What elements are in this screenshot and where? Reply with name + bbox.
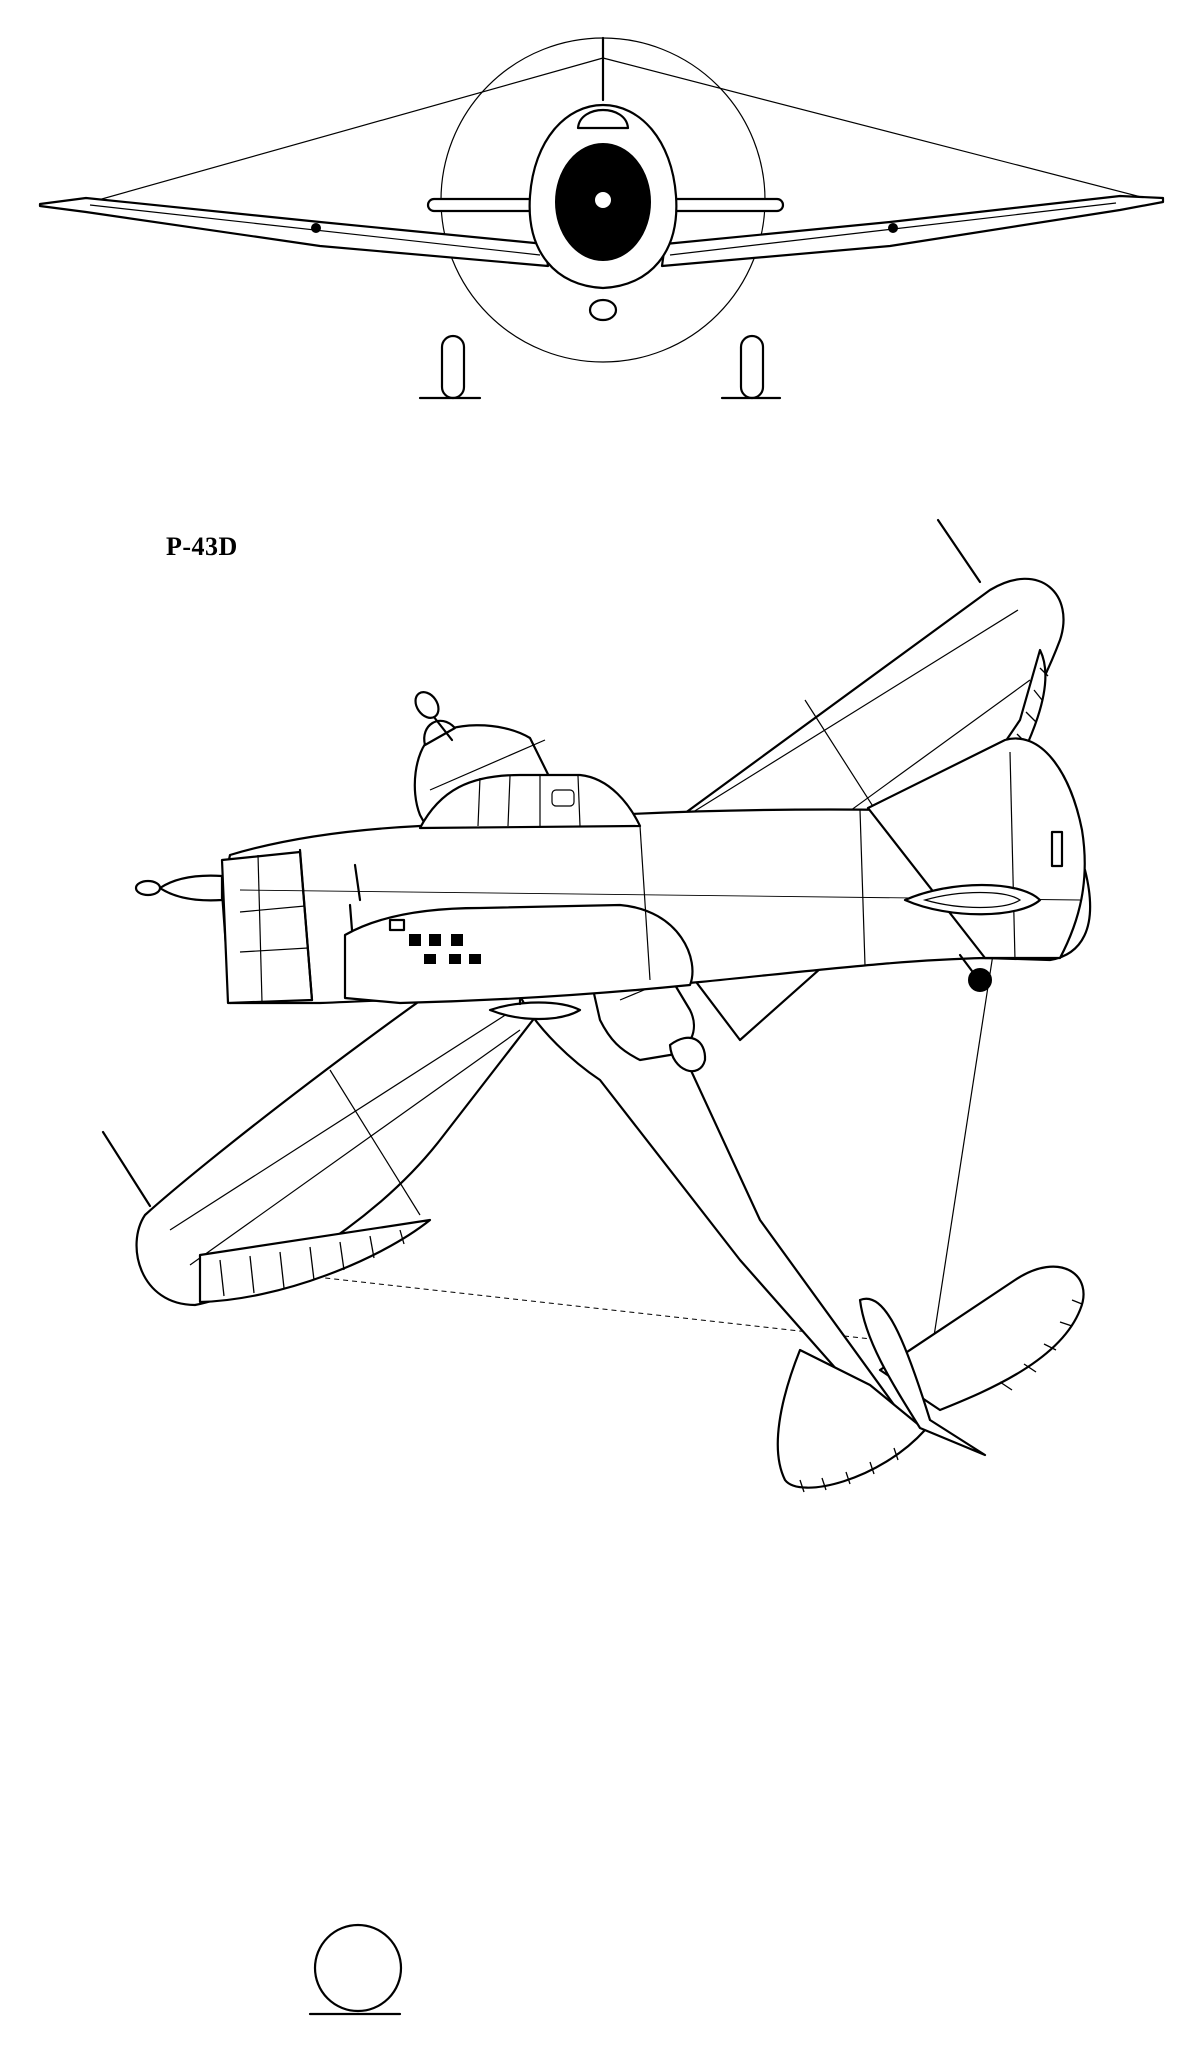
spinner-tip [414,691,440,719]
propeller-hub-front [593,190,613,210]
side-spinner-tip [134,879,162,897]
left-nav-light [311,223,321,233]
front-left-gear [418,334,482,400]
model-label: P-43D [166,532,238,561]
right-nav-light [888,223,898,233]
left-wing [38,196,550,268]
antenna-wire-right [602,57,1146,199]
front-right-gear [720,334,782,400]
wing-panel-line-1 [639,609,1019,846]
side-cowling [220,850,314,1005]
aileron-left [198,1218,432,1304]
plan-view [101,518,1085,1493]
side-outlet [903,883,1042,916]
side-canopy-frame-1 [477,777,481,827]
cowl-ring-2 [298,848,314,1002]
cowl-line-4 [239,905,306,913]
side-canopy-frame-4 [577,775,581,827]
drop-tank [488,1001,582,1021]
side-canopy [418,773,642,830]
antenna-wire-left [83,57,604,205]
tail-wheel [968,968,992,992]
pitot-left [101,1130,152,1208]
chin-scoop [588,298,618,322]
plan-tail-fin [858,1297,987,1457]
side-canopy-panel [551,789,575,807]
side-spinner [158,874,224,902]
plan-stabilizer-left [776,1348,927,1489]
side-canopy-frame-2 [507,775,511,827]
side-view [134,737,1092,1021]
right-wing [660,194,1165,268]
main-wheel-detail [308,1923,403,2016]
pilot-headrest [668,1036,707,1073]
cowl-ring [257,854,263,1003]
side-panel-1 [639,825,651,981]
plan-stabilizer-right [878,1265,1085,1412]
elevator-hatch [799,1299,1083,1493]
side-panel-2 [859,809,866,966]
pitot-right [936,518,982,584]
aileron-left-hatch [219,1229,405,1297]
cowl-line-5 [239,947,309,953]
wing-panel-line-6 [329,1069,421,1216]
front-view [38,36,1165,400]
side-wing [343,903,694,1005]
plan-antenna-wire-2 [199,1263,881,1341]
tail-light [1050,830,1064,868]
wing-panel-line-4 [169,979,561,1231]
wing-panel-line-5 [189,1029,521,1266]
side-detail-marks [348,863,481,964]
cowl-line-1 [429,739,546,791]
side-outlet-inner [922,891,1022,909]
rudder-hinge [1009,751,1016,961]
canopy-front [576,108,630,130]
plan-spinner [423,719,457,747]
